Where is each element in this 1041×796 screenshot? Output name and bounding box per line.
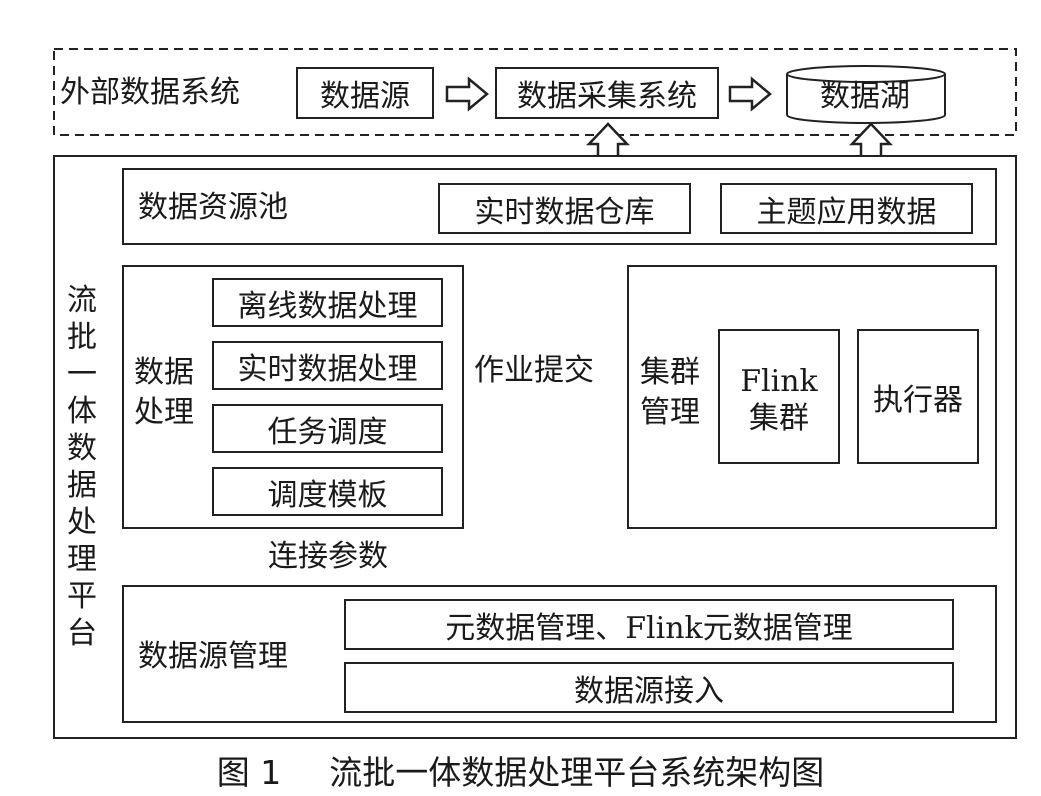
figure-caption: 图 1 流批一体数据处理平台系统架构图	[0, 746, 1041, 794]
metadata-management-box: 元数据管理、Flink元数据管理	[344, 599, 954, 650]
data-lake-cylinder-top	[786, 65, 946, 83]
flink-cluster-box: Flink 集群	[718, 329, 840, 464]
processing-item-text: 离线数据处理	[237, 288, 418, 324]
executor-box: 执行器	[857, 329, 979, 464]
topic-data-box: 主题应用数据	[720, 183, 973, 234]
data-source-box: 数据源	[296, 67, 434, 119]
platform-vertical-label: 流批一体数据处理平台	[67, 283, 97, 651]
conn-params-label: 连接参数	[268, 539, 388, 574]
data-processing-label-line2: 处理	[134, 395, 194, 430]
data-lake-cylinder-body	[786, 74, 946, 124]
executor-text: 执行器	[873, 382, 963, 418]
data-collect-system-text: 数据采集系统	[517, 79, 697, 114]
external-system-dashed-border	[53, 48, 1017, 136]
topic-data-text: 主题应用数据	[756, 194, 937, 230]
processing-item-text: 实时数据处理	[237, 351, 418, 387]
metadata-management-text: 元数据管理、Flink元数据管理	[445, 610, 853, 646]
data-source-text: 数据源	[320, 79, 410, 114]
cluster-management-label-line1: 集群	[640, 355, 700, 390]
figure-title: 流批一体数据处理平台系统架构图	[329, 753, 825, 792]
realtime-warehouse-box: 实时数据仓库	[438, 183, 691, 234]
datasource-access-box: 数据源接入	[344, 662, 954, 713]
cluster-management-label-line2: 管理	[640, 395, 700, 430]
processing-item-text: 调度模板	[267, 477, 388, 513]
processing-item-scheduling: 任务调度	[212, 404, 443, 453]
realtime-warehouse-text: 实时数据仓库	[474, 194, 655, 230]
flink-cluster-text-line1: Flink	[740, 364, 818, 399]
processing-item-template: 调度模板	[212, 467, 443, 516]
processing-item-offline: 离线数据处理	[212, 278, 443, 327]
hollow-arrow-source-to-collect	[445, 76, 489, 112]
processing-item-text: 任务调度	[267, 414, 388, 450]
resource-pool-label: 数据资源池	[138, 190, 288, 225]
processing-item-realtime: 实时数据处理	[212, 341, 443, 390]
external-system-label: 外部数据系统	[60, 75, 240, 110]
datasource-management-label: 数据源管理	[138, 639, 288, 674]
job-submit-label: 作业提交	[474, 353, 594, 388]
datasource-access-text: 数据源接入	[574, 673, 724, 709]
data-lake-text: 数据湖	[820, 79, 910, 114]
figure-number: 图 1	[216, 753, 282, 792]
data-processing-label-line1: 数据	[134, 355, 194, 390]
flink-cluster-text-line2: 集群	[749, 401, 809, 436]
hollow-arrow-collect-to-lake	[728, 76, 772, 112]
data-collect-system-box: 数据采集系统	[495, 67, 719, 119]
